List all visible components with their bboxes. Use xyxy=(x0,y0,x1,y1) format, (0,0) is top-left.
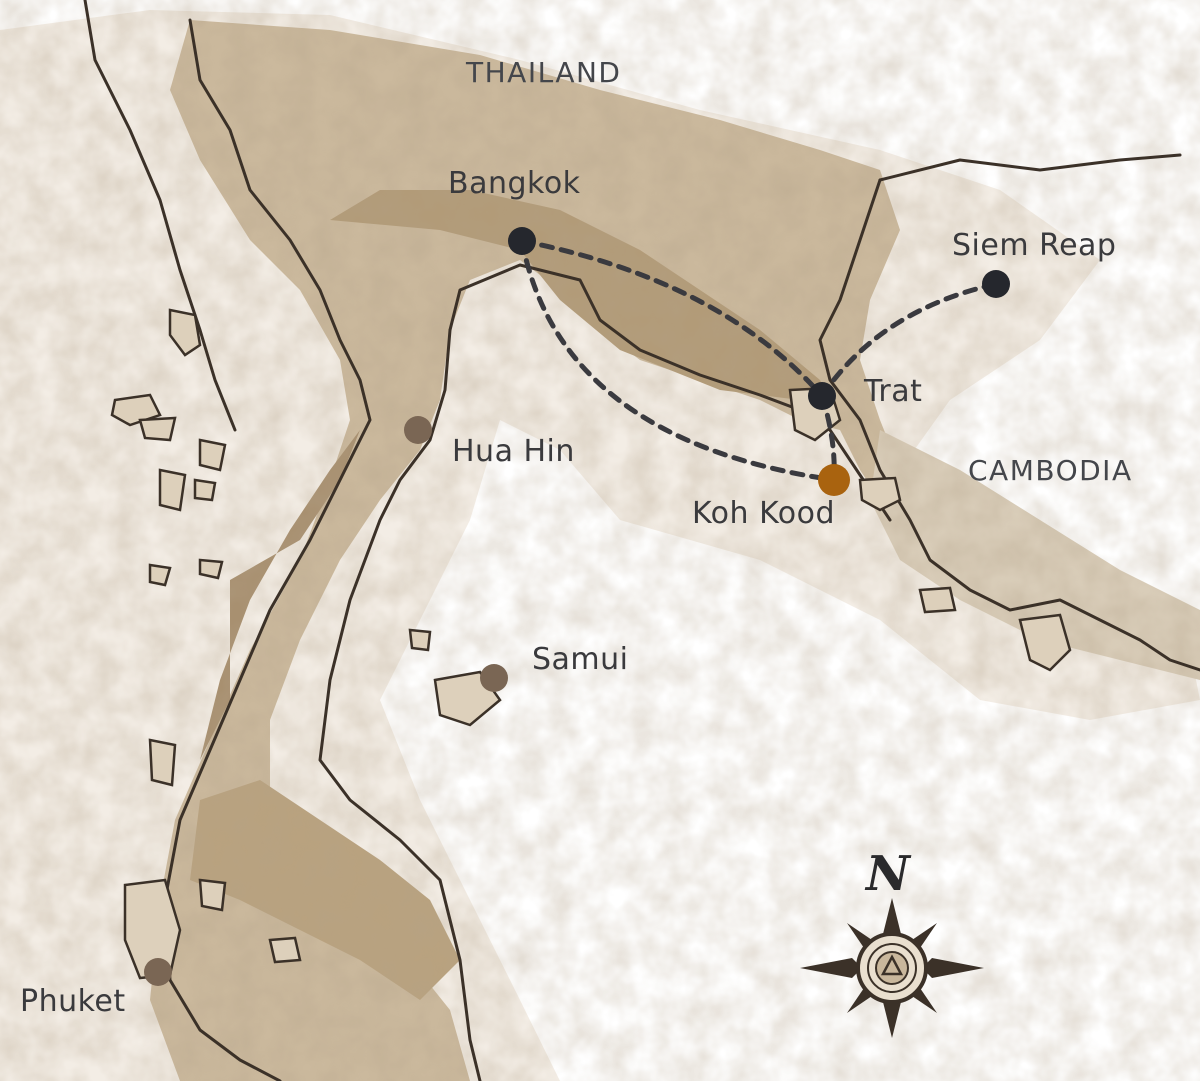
place-label-samui: Samui xyxy=(532,642,629,677)
place-label-phuket: Phuket xyxy=(20,984,126,1019)
marker-hua-hin[interactable] xyxy=(404,416,432,444)
markers xyxy=(144,227,1010,986)
route-bangkok-trat xyxy=(519,238,825,399)
compass-north-label: N xyxy=(866,846,910,902)
country-label-thailand: THAILAND xyxy=(466,56,622,89)
place-label-bangkok: Bangkok xyxy=(448,166,581,201)
place-label-hua-hin: Hua Hin xyxy=(452,434,575,469)
marker-samui[interactable] xyxy=(480,664,508,692)
islands xyxy=(110,308,1072,980)
place-label-siem-reap: Siem Reap xyxy=(952,228,1117,263)
place-label-koh-kood: Koh Kood xyxy=(692,496,836,531)
country-label-cambodia: CAMBODIA xyxy=(968,454,1133,487)
route-trat-siem-reap xyxy=(819,281,999,399)
compass-rose-icon xyxy=(800,898,984,1038)
marker-koh-kood[interactable] xyxy=(818,464,850,496)
marker-bangkok[interactable] xyxy=(508,227,536,255)
marker-siem-reap[interactable] xyxy=(982,270,1010,298)
place-label-trat: Trat xyxy=(864,374,923,409)
marker-phuket[interactable] xyxy=(144,958,172,986)
route-bangkok-koh-kood xyxy=(519,238,837,483)
marker-trat[interactable] xyxy=(808,382,836,410)
